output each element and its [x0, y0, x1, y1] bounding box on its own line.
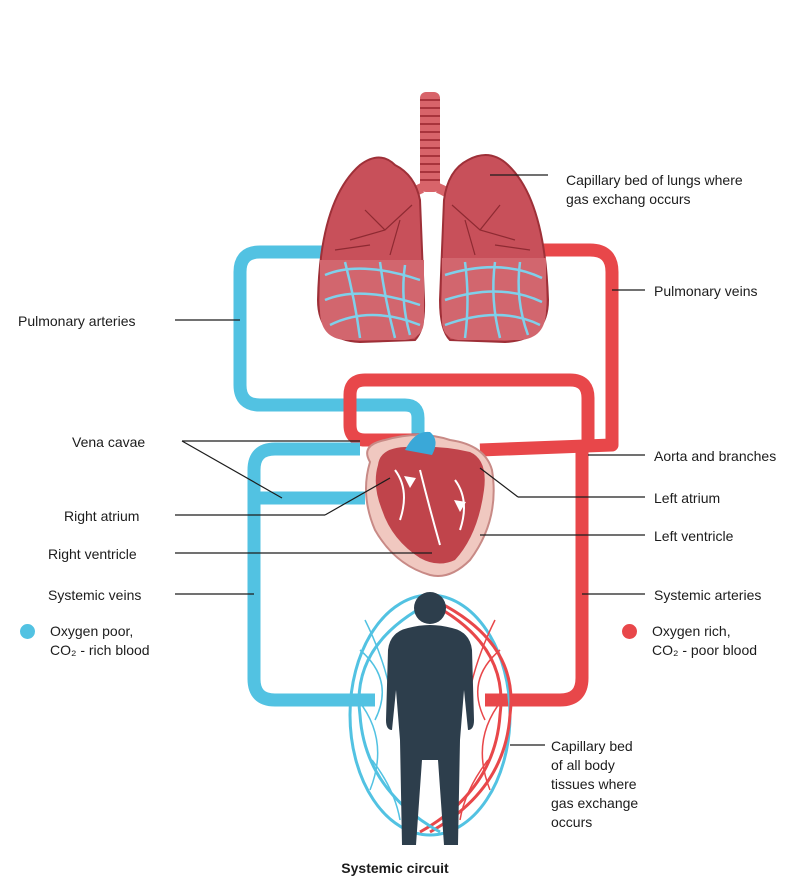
heart [366, 432, 494, 576]
footer-systemic-circuit: Systemic circuit [0, 860, 790, 876]
label-pulmonary-veins: Pulmonary veins [654, 282, 758, 300]
label-capillary-body-2: of all body [551, 756, 615, 774]
label-capillary-body-1: Capillary bed [551, 737, 633, 755]
label-pulmonary-arteries: Pulmonary arteries [18, 312, 136, 330]
left-lung [318, 158, 424, 343]
label-capillary-lungs: Capillary bed of lungs where [566, 171, 743, 189]
oxygen-poor-dot [20, 624, 35, 639]
legend-oxygen-poor-line2: CO₂ - rich blood [50, 641, 150, 659]
label-systemic-arteries: Systemic arteries [654, 586, 761, 604]
label-left-ventricle: Left ventricle [654, 527, 733, 545]
systemic-artery-vessel [485, 450, 582, 700]
human-silhouette [386, 592, 474, 845]
right-lung [440, 155, 548, 342]
legend-oxygen-rich-line1: Oxygen rich, [652, 622, 731, 640]
legend-oxygen-rich: Oxygen rich, CO₂ - poor blood [622, 622, 790, 662]
legend-oxygen-rich-line2: CO₂ - poor blood [652, 641, 757, 659]
label-systemic-veins: Systemic veins [48, 586, 141, 604]
label-capillary-body-5: occurs [551, 813, 592, 831]
label-aorta: Aorta and branches [654, 447, 776, 465]
label-capillary-lungs-2: gas exchang occurs [566, 190, 691, 208]
label-right-atrium: Right atrium [64, 507, 139, 525]
label-right-ventricle: Right ventricle [48, 545, 137, 563]
legend-oxygen-poor-line1: Oxygen poor, [50, 622, 133, 640]
label-vena-cavae: Vena cavae [72, 433, 145, 451]
legend-oxygen-poor: Oxygen poor, CO₂ - rich blood [20, 622, 200, 662]
oxygen-rich-dot [622, 624, 637, 639]
label-capillary-body-3: tissues where [551, 775, 637, 793]
label-capillary-body-4: gas exchange [551, 794, 638, 812]
label-left-atrium: Left atrium [654, 489, 720, 507]
